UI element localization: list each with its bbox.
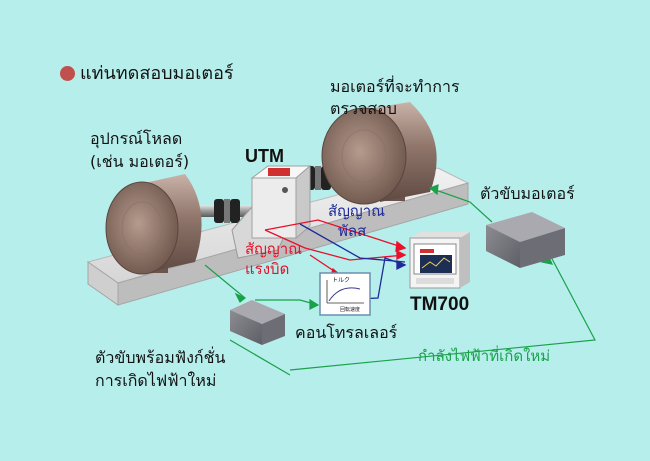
chart-bottom-label: 回転速度 bbox=[340, 306, 360, 313]
load-device-label-2: (เช่น มอเตอร์) bbox=[90, 152, 190, 171]
page-title: แท่นทดสอบมอเตอร์ bbox=[80, 63, 234, 84]
torque-signal-label-2: แรงบิด bbox=[245, 260, 290, 278]
regen-driver-label-2: การเกิดไฟฟ้าใหม่ bbox=[95, 371, 217, 390]
tm700-label: TM700 bbox=[410, 294, 470, 315]
tm700-display bbox=[409, 232, 470, 289]
torque-signal-line bbox=[264, 219, 407, 261]
torque-signal-label-1: สัญญาณ bbox=[245, 240, 303, 258]
load-device-label-1: อุปกรณ์โหลด bbox=[90, 129, 183, 148]
regen-power-label: กำลังไฟฟ้าที่เกิดใหม่ bbox=[418, 347, 551, 365]
chart-top-label: トルク bbox=[332, 277, 350, 284]
controller-chart: トルク 回転速度 bbox=[319, 272, 371, 316]
title-bullet bbox=[60, 66, 75, 81]
motor-driver-box bbox=[486, 212, 565, 268]
motor-driver-label: ตัวขับมอเตอร์ bbox=[480, 184, 575, 203]
pulse-signal-label-1: สัญญาณ bbox=[328, 202, 386, 220]
utm-label: UTM bbox=[245, 146, 284, 166]
motor-under-test-label-1: มอเตอร์ที่จะทำการ bbox=[330, 77, 460, 96]
motor-under-test-label-2: ตรวจสอบ bbox=[330, 99, 397, 118]
motor-under-test bbox=[321, 102, 437, 205]
load-motor bbox=[105, 174, 202, 275]
regen-driver-label-1: ตัวขับพร้อมฟังก์ชั่น bbox=[95, 348, 226, 367]
pulse-signal-label-2: พัลส bbox=[338, 222, 367, 240]
controller-label: คอนโทรลเลอร์ bbox=[295, 323, 398, 342]
regen-driver-box bbox=[230, 300, 285, 345]
